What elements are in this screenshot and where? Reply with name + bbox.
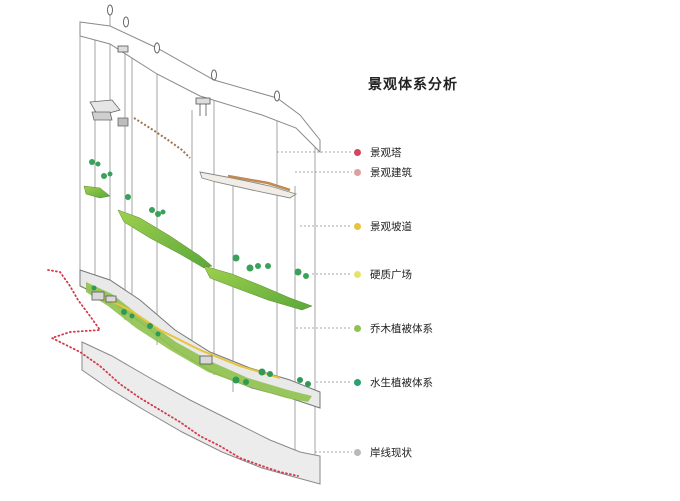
tree-clusters-upper bbox=[89, 159, 309, 279]
legend-label-tower: 景观塔 bbox=[370, 146, 402, 159]
legend-dot-aquatic bbox=[354, 378, 361, 386]
legend-label-ramp: 景观坡道 bbox=[370, 220, 412, 233]
legend-dot-ramp bbox=[354, 222, 361, 230]
layer-tree-upper bbox=[83, 185, 313, 311]
legend-item-building: 景观建筑 bbox=[354, 164, 412, 180]
legend-label-shoreline: 岸线现状 bbox=[370, 446, 412, 459]
legend-item-tower: 景观塔 bbox=[354, 144, 402, 160]
tree-clusters-lower bbox=[91, 285, 311, 387]
legend-item-tree: 乔木植被体系 bbox=[354, 320, 433, 336]
leader-lines bbox=[277, 151, 352, 453]
legend-item-shoreline: 岸线现状 bbox=[354, 444, 412, 460]
legend-item-aquatic: 水生植被体系 bbox=[354, 374, 433, 390]
diagram-title: 景观体系分析 bbox=[368, 77, 458, 93]
layer-tower-slab bbox=[79, 21, 321, 154]
layer-plaza-yellow bbox=[99, 295, 281, 379]
layer-ramp-right bbox=[199, 171, 298, 199]
legend-item-plaza: 硬质广场 bbox=[354, 266, 412, 282]
legend-dot-tree bbox=[354, 324, 361, 332]
legend-label-building: 景观建筑 bbox=[370, 166, 412, 179]
legend-label-aquatic: 水生植被体系 bbox=[370, 376, 433, 389]
layer-plaza-green bbox=[86, 282, 312, 402]
legend-dot-shoreline bbox=[354, 448, 361, 456]
tower-structures bbox=[117, 45, 211, 116]
layer-buildings bbox=[89, 99, 129, 127]
vertical-guide-lines bbox=[79, 10, 316, 480]
layer-shoreline-slab bbox=[81, 341, 321, 485]
legend-dot-plaza bbox=[354, 270, 361, 278]
legend-label-tree: 乔木植被体系 bbox=[370, 322, 433, 335]
legend-dot-building bbox=[354, 168, 361, 176]
red-dotted-shoreline bbox=[47, 269, 299, 477]
plaza-buildings bbox=[91, 291, 213, 365]
layer-ramp bbox=[133, 117, 191, 159]
ramp-path-right bbox=[227, 174, 291, 192]
legend-dot-tower bbox=[354, 148, 361, 156]
legend-item-ramp: 景观坡道 bbox=[354, 218, 412, 234]
tower-markers bbox=[107, 4, 280, 102]
legend-label-plaza: 硬质广场 bbox=[370, 268, 412, 281]
